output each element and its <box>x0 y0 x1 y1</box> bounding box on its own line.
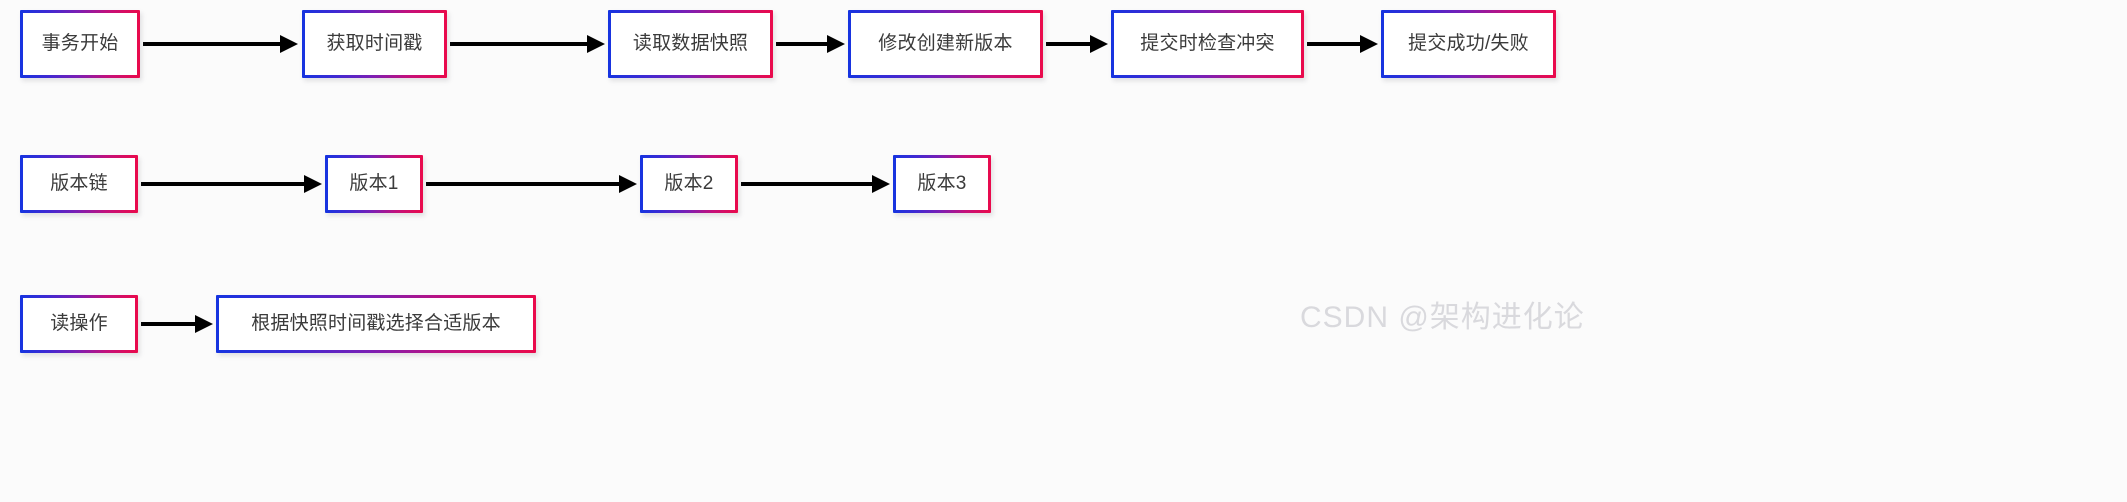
arrow-v2-to-v3 <box>741 175 890 193</box>
arrow-v1-to-v2 <box>426 175 637 193</box>
node-r0[interactable]: 读操作 <box>20 295 138 353</box>
node-label: 获取时间戳 <box>326 32 423 54</box>
arrow-r0-to-r1 <box>141 315 213 333</box>
node-v1[interactable]: 版本1 <box>325 155 423 213</box>
node-label: 版本1 <box>349 172 399 194</box>
node-label: 读取数据快照 <box>632 32 749 54</box>
node-label: 根据快照时间戳选择合适版本 <box>251 312 501 334</box>
csdn-watermark: CSDN @架构进化论 <box>1300 301 1585 334</box>
arrow-head-icon <box>1090 35 1108 53</box>
arrow-n3-to-n4 <box>776 35 845 53</box>
node-label: 版本链 <box>50 172 108 194</box>
arrow-head-icon <box>1360 35 1378 53</box>
arrow-shaft <box>141 322 197 326</box>
arrow-v0-to-v1 <box>141 175 322 193</box>
node-label: 修改创建新版本 <box>878 32 1013 54</box>
node-v0[interactable]: 版本链 <box>20 155 138 213</box>
arrow-head-icon <box>619 175 637 193</box>
node-label: 提交成功/失败 <box>1408 32 1529 54</box>
node-label: 事务开始 <box>41 32 119 54</box>
node-r1[interactable]: 根据快照时间戳选择合适版本 <box>216 295 536 353</box>
arrow-n1-to-n2 <box>143 35 298 53</box>
node-n5[interactable]: 提交时检查冲突 <box>1111 10 1304 78</box>
arrow-shaft <box>426 182 621 186</box>
node-v3[interactable]: 版本3 <box>893 155 991 213</box>
arrow-shaft <box>141 182 306 186</box>
node-n2[interactable]: 获取时间戳 <box>302 10 447 78</box>
arrow-head-icon <box>195 315 213 333</box>
arrow-head-icon <box>280 35 298 53</box>
node-label: 提交时检查冲突 <box>1140 32 1275 54</box>
arrow-shaft <box>776 42 829 46</box>
arrow-shaft <box>1046 42 1092 46</box>
arrow-shaft <box>143 42 282 46</box>
node-n4[interactable]: 修改创建新版本 <box>848 10 1043 78</box>
arrow-shaft <box>450 42 589 46</box>
node-n3[interactable]: 读取数据快照 <box>608 10 773 78</box>
arrow-head-icon <box>872 175 890 193</box>
node-n1[interactable]: 事务开始 <box>20 10 140 78</box>
arrow-head-icon <box>587 35 605 53</box>
node-v2[interactable]: 版本2 <box>640 155 738 213</box>
arrow-n5-to-n6 <box>1307 35 1378 53</box>
arrow-shaft <box>1307 42 1362 46</box>
arrow-head-icon <box>827 35 845 53</box>
arrow-head-icon <box>304 175 322 193</box>
arrow-shaft <box>741 182 874 186</box>
node-label: 版本2 <box>664 172 714 194</box>
node-label: 版本3 <box>917 172 967 194</box>
arrow-n4-to-n5 <box>1046 35 1108 53</box>
node-label: 读操作 <box>50 312 108 334</box>
node-n6[interactable]: 提交成功/失败 <box>1381 10 1556 78</box>
arrow-n2-to-n3 <box>450 35 605 53</box>
